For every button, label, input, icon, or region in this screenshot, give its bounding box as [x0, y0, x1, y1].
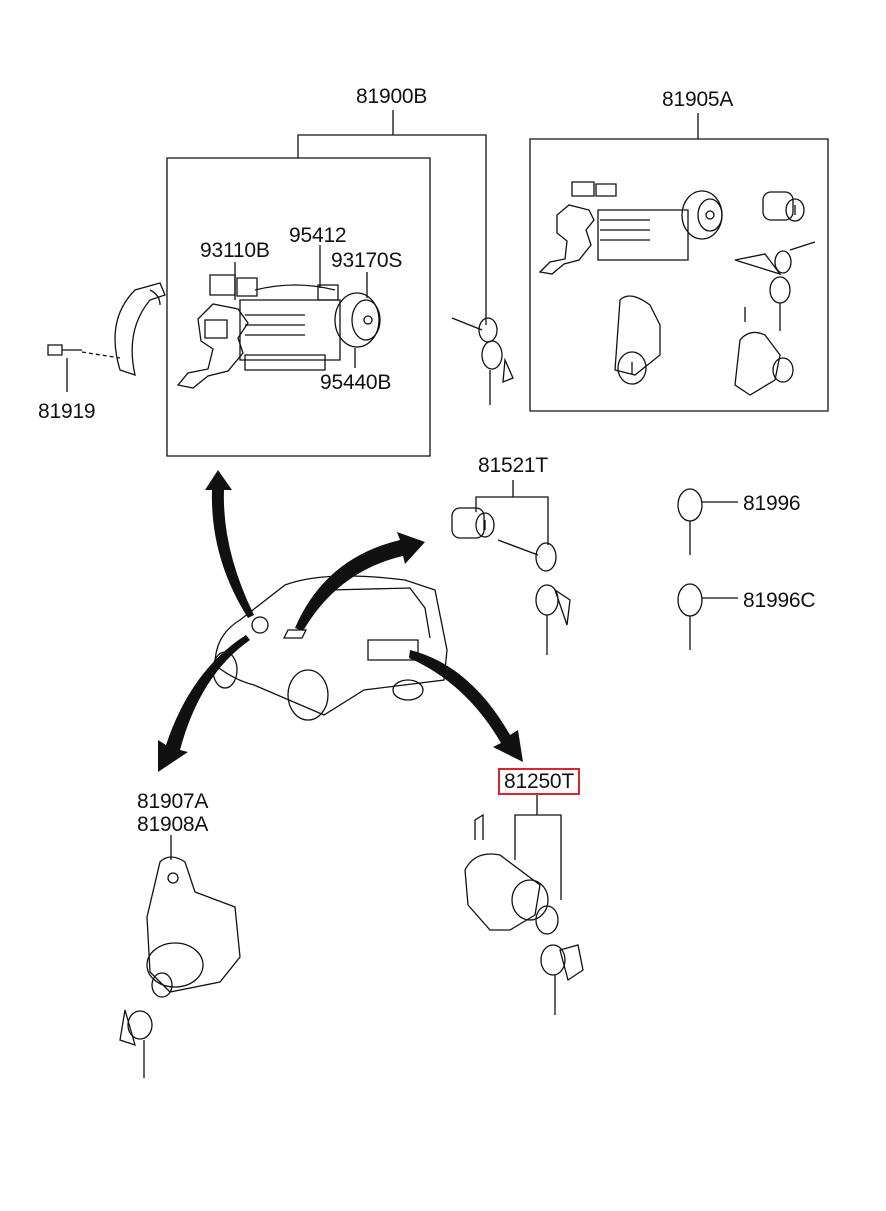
- part-label-81521T[interactable]: 81521T: [478, 454, 549, 477]
- part-label-81907A[interactable]: 81907A: [137, 790, 209, 813]
- tailgate-lock-81250T-icon: [465, 815, 583, 1015]
- tailgate-lock-icon: [735, 307, 793, 395]
- leader-81521T: [476, 480, 548, 545]
- steering-lock-clamp-icon: [115, 283, 165, 375]
- key-81996C-icon: [678, 584, 738, 650]
- key-cylinder-icon: [763, 192, 804, 221]
- box-81900B: [167, 158, 430, 456]
- part-label-81919[interactable]: 81919: [38, 400, 96, 423]
- part-label-81996[interactable]: 81996: [743, 492, 801, 515]
- arrow-up-icon: [205, 470, 254, 618]
- part-label-81900B[interactable]: 81900B: [356, 85, 428, 108]
- bolt-icon: [48, 345, 120, 392]
- part-label-93110B[interactable]: 93110B: [200, 239, 270, 262]
- door-lock-81907A-icon: [120, 857, 240, 1078]
- part-label-81996C[interactable]: 81996C: [743, 589, 816, 612]
- leader-81250T: [515, 793, 561, 900]
- arrow-right-icon: [295, 532, 425, 631]
- part-label-95440B[interactable]: 95440B: [320, 371, 392, 394]
- ignition-switch-kit-icon: [540, 182, 815, 395]
- key-pair-icon: [452, 318, 513, 405]
- ignition-switch-assembly-icon: [178, 275, 380, 388]
- arrow-down-right-icon: [409, 650, 523, 762]
- keys-81521T-icon: [498, 540, 570, 655]
- arrow-down-left-icon: [158, 635, 250, 772]
- part-label-93170S[interactable]: 93170S: [331, 249, 403, 272]
- part-label-81908A[interactable]: 81908A: [137, 813, 209, 836]
- part-label-95412[interactable]: 95412: [289, 224, 347, 247]
- key-cylinder-81521T-icon: [452, 508, 494, 538]
- door-lock-icon: [615, 296, 660, 384]
- key-81996-icon: [678, 489, 738, 555]
- box-81905A: [530, 139, 828, 411]
- part-label-81905A[interactable]: 81905A: [662, 88, 734, 111]
- part-label-81250T-highlighted[interactable]: 81250T: [498, 768, 581, 795]
- key-set-icon: [735, 242, 815, 331]
- leader-81900B: [298, 110, 486, 325]
- vehicle-icon: [213, 576, 447, 720]
